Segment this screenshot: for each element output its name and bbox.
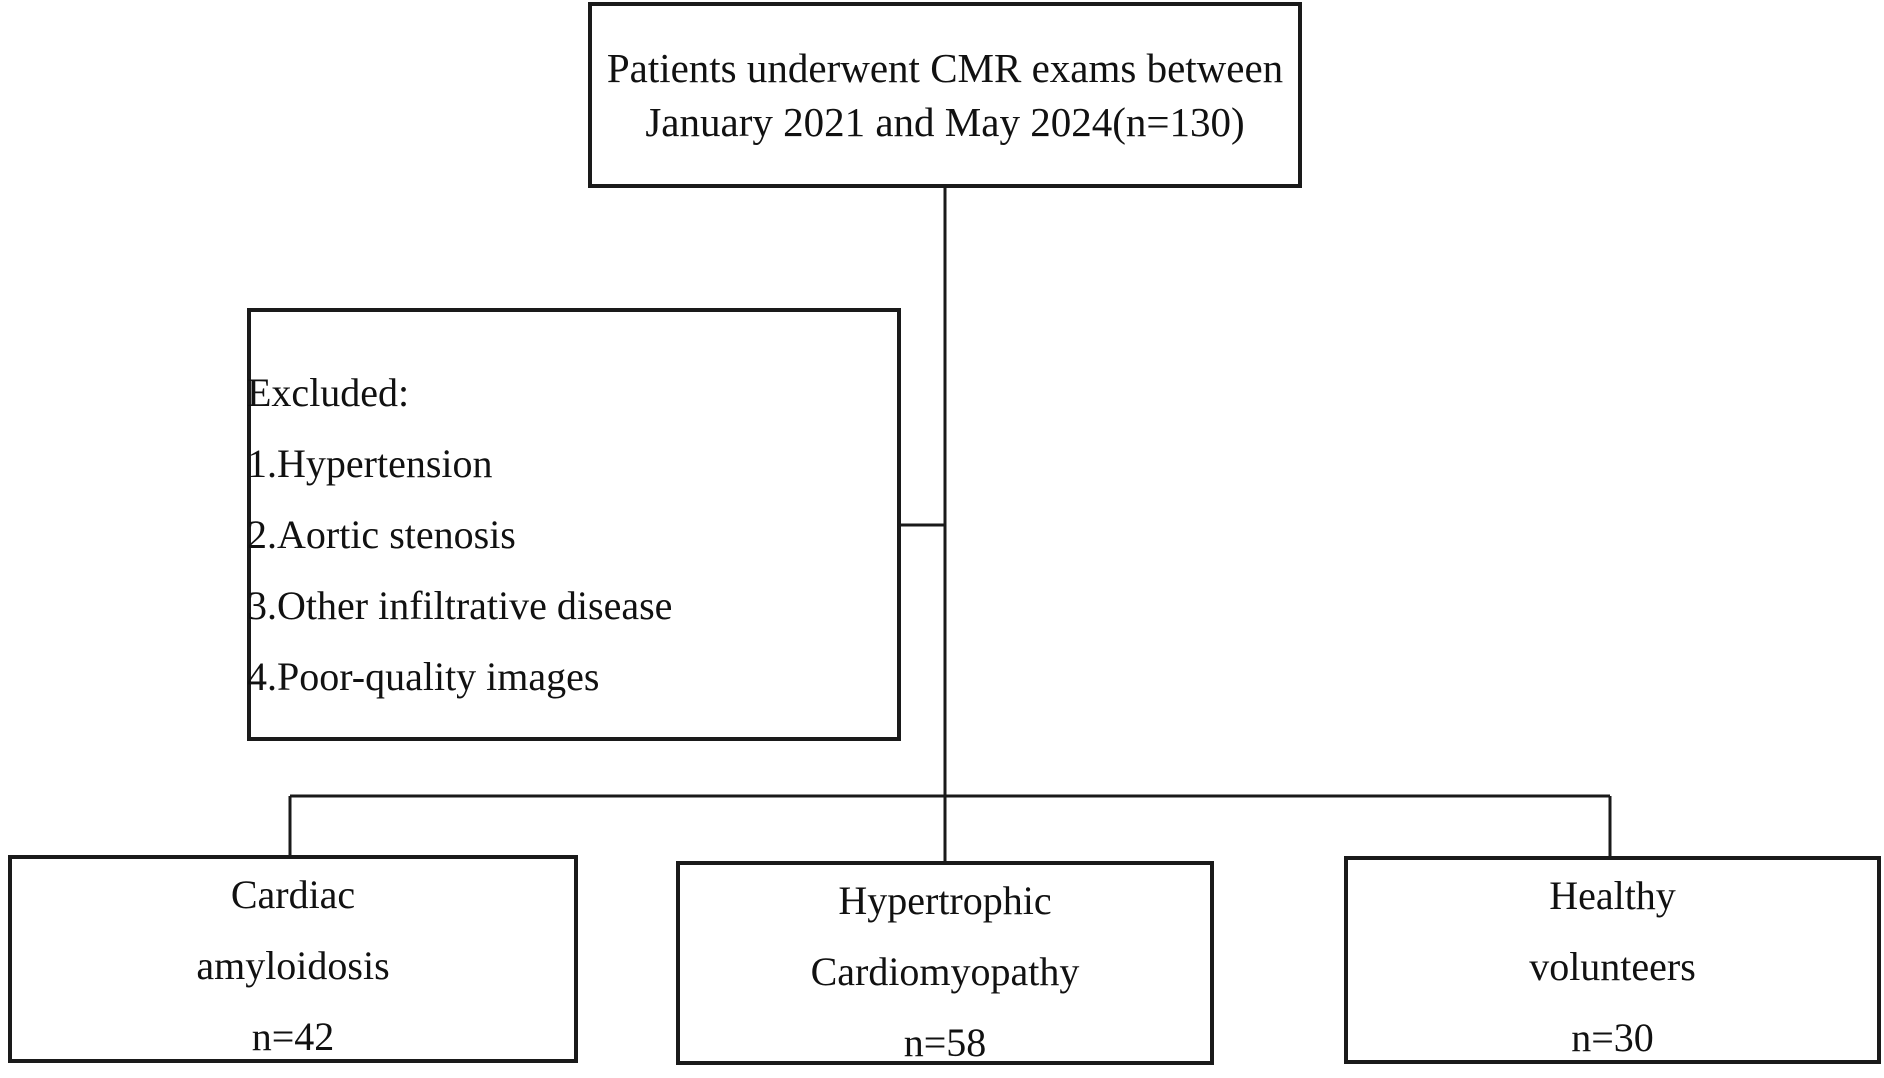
group-label-line-2: Cardiomyopathy — [810, 949, 1080, 994]
exclusion-criteria-box: Excluded: 1.Hypertension 2.Aortic stenos… — [247, 308, 901, 741]
exclusion-item: 1.Hypertension — [247, 441, 493, 486]
exclusion-heading: Excluded: — [247, 370, 410, 415]
group-label-line-1: Healthy — [1549, 873, 1676, 918]
exclusion-item: 4.Poor-quality images — [247, 654, 600, 699]
group-label-line-2: volunteers — [1529, 944, 1696, 989]
group-cardiac-amyloidosis-box: Cardiac amyloidosis n=42 — [8, 855, 578, 1063]
group-hypertrophic-cardiomyopathy-box: Hypertrophic Cardiomyopathy n=58 — [676, 861, 1214, 1065]
total-patients-line-2: January 2021 and May 2024(n=130) — [645, 99, 1245, 145]
group-count: n=58 — [903, 1020, 987, 1065]
total-patients-line-1: Patients underwent CMR exams between — [606, 45, 1284, 91]
group-count: n=30 — [1571, 1015, 1654, 1060]
group-label-line-1: Hypertrophic — [838, 878, 1052, 923]
group-label-line-2: amyloidosis — [196, 943, 390, 988]
group-healthy-volunteers-box: Healthy volunteers n=30 — [1344, 856, 1881, 1064]
exclusion-item: 3.Other infiltrative disease — [247, 583, 673, 628]
exclusion-item: 2.Aortic stenosis — [247, 512, 516, 557]
total-patients-box: Patients underwent CMR exams between Jan… — [588, 2, 1302, 188]
group-count: n=42 — [251, 1014, 335, 1059]
group-label-line-1: Cardiac — [230, 872, 356, 917]
